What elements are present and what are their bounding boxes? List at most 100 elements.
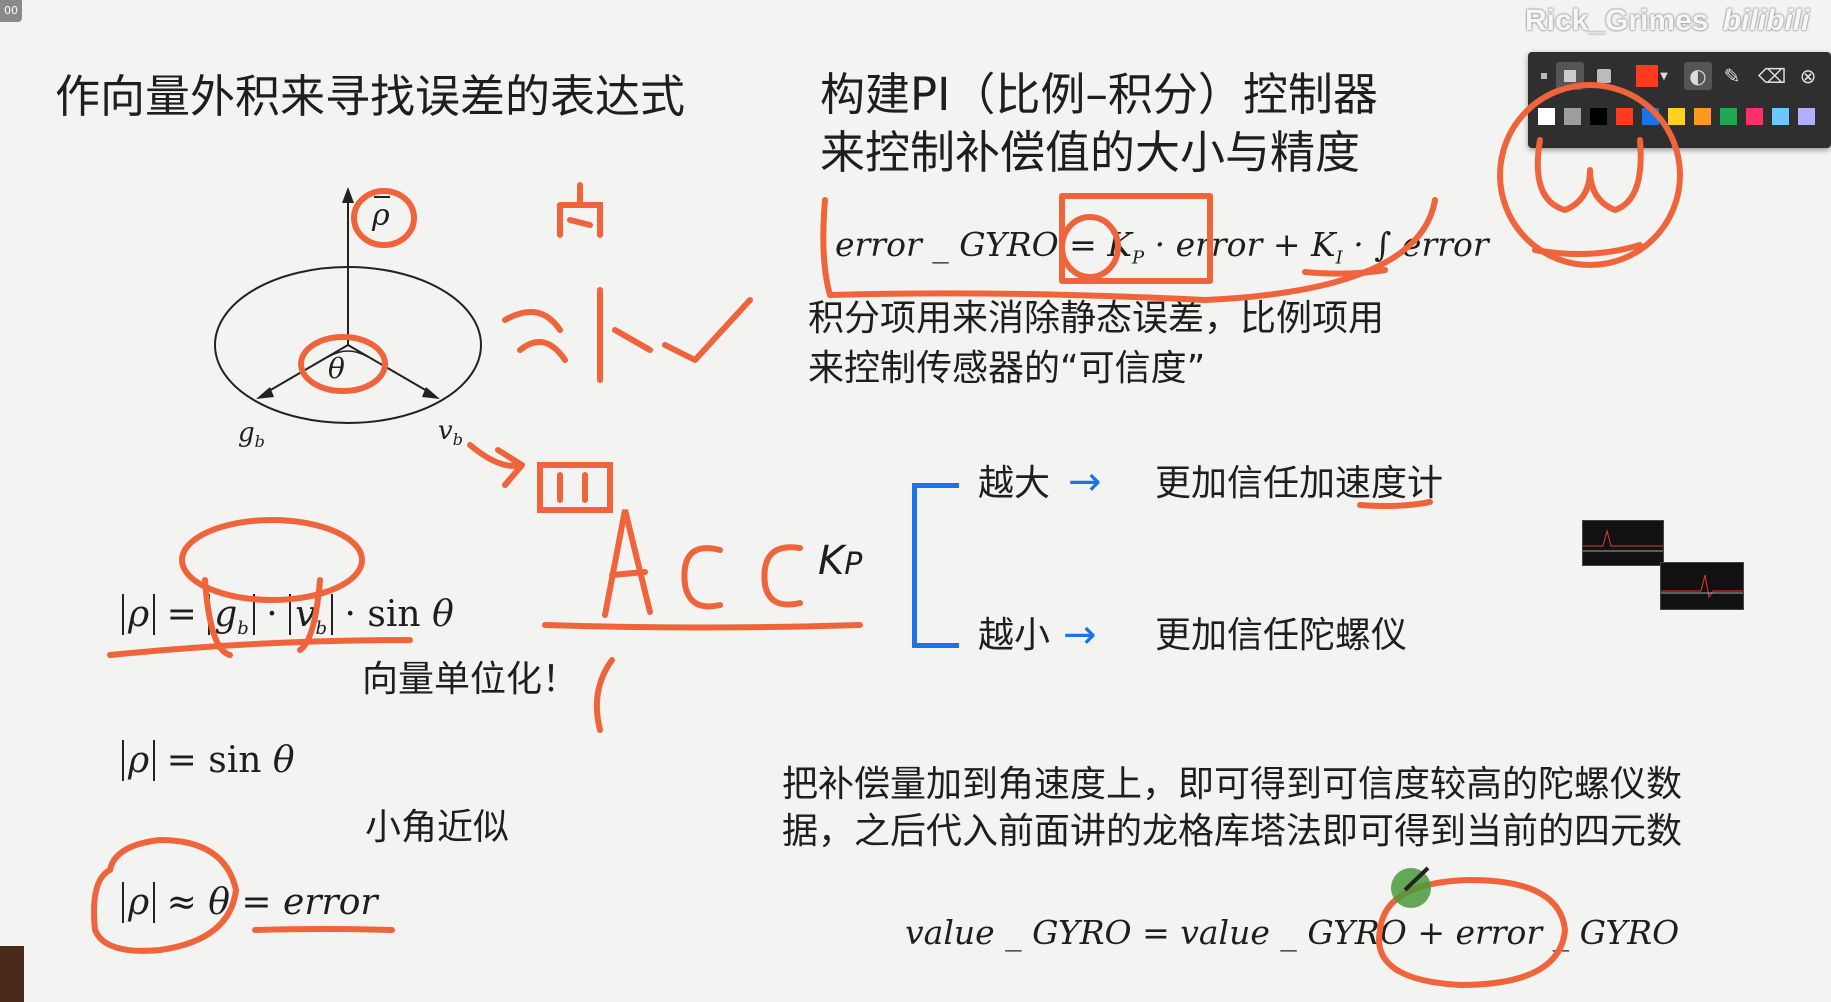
eq1-dot1: ·	[266, 594, 278, 635]
color-swatch[interactable]	[1668, 108, 1685, 125]
branch-big-label: 越大	[978, 463, 1051, 504]
eq1-g-sub: b	[237, 618, 249, 640]
dot-medium-icon[interactable]	[1556, 62, 1584, 90]
pi-plus: +	[1272, 225, 1301, 264]
pen-nib	[1403, 866, 1430, 892]
pi-formula: error _ GYRO = KP · error + KI · ∫ error	[835, 225, 1489, 269]
annotation-toolbar: ▼ ◐ ✎ ⌫ ⊗	[1528, 52, 1831, 148]
watermark-site: bilibili	[1722, 4, 1810, 37]
color-swatch[interactable]	[1538, 108, 1555, 125]
ink-acc	[602, 509, 803, 618]
g-symbol: g	[238, 418, 255, 448]
left-title: 作向量外积来寻找误差的表达式	[55, 70, 686, 123]
color-picker-icon[interactable]: ▼	[1632, 62, 1672, 90]
para-line2: 据，之后代入前面讲的龙格库塔法即可得到当前的四元数	[782, 811, 1683, 852]
pi-equals: =	[1069, 225, 1097, 264]
eq1-v-sub: b	[315, 618, 328, 640]
color-swatch[interactable]	[1590, 108, 1607, 125]
pi-kp-sub: P	[1131, 247, 1145, 269]
diagram-v-label: vb	[438, 416, 463, 449]
webcam-corner	[0, 946, 24, 1002]
update-formula: value _ GYRO = value _ GYRO + error _ GY…	[905, 913, 1680, 952]
dot-large-icon[interactable]	[1590, 62, 1618, 90]
corner-label: 00	[0, 0, 22, 22]
diagram-theta-label: θ	[328, 352, 345, 385]
scope-thumbnail-1	[1582, 520, 1664, 566]
para-line1: 把补偿量加到角速度上，即可得到可信度较高的陀螺仪数	[782, 764, 1683, 805]
kp-symbol: K	[818, 538, 845, 584]
color-swatch[interactable]	[1720, 108, 1737, 125]
arrow-right-icon: →	[1063, 612, 1097, 658]
pi-ki-sub: I	[1335, 247, 1343, 269]
equation-cross-product: ρ = gb · vb · sin θ	[122, 594, 454, 639]
equation-sin: ρ = sin θ	[122, 740, 295, 781]
eq3-error: error	[283, 882, 378, 923]
scope-thumbnail-2	[1660, 562, 1744, 610]
ink-char-nei	[557, 182, 603, 238]
right-title-line2: 来控制补偿值的大小与精度	[820, 126, 1361, 179]
eq2-theta: θ	[272, 740, 295, 781]
desc-line1: 积分项用来消除静态误差，比例项用	[808, 298, 1385, 339]
equation-error: ρ ≈ θ = error	[122, 882, 378, 923]
pen-icon[interactable]: ✎	[1723, 64, 1741, 88]
kp-label: KP	[818, 538, 862, 584]
ink-char-si	[537, 462, 613, 513]
eraser-icon[interactable]: ⌫	[1757, 64, 1787, 88]
ink-omega-underline	[1532, 242, 1643, 257]
eq2-equals: =	[166, 740, 197, 781]
ink-bracket-hook	[593, 657, 615, 733]
v-symbol: v	[438, 416, 453, 446]
branch-big-result: 更加信任加速度计	[1155, 463, 1444, 504]
pi-term1: · error	[1154, 225, 1263, 264]
right-title-line1: 构建PI（比例–积分）控制器	[820, 68, 1378, 121]
ink-checkmark	[662, 297, 753, 363]
eq2-sin: sin	[208, 740, 262, 781]
eq1-v: vb	[289, 594, 334, 639]
color-swatch[interactable]	[1694, 108, 1711, 125]
eq3-equals: =	[241, 882, 272, 923]
close-icon[interactable]: ⊗	[1799, 64, 1817, 88]
eq1-rho: ρ	[122, 594, 156, 635]
color-swatch[interactable]	[1642, 108, 1659, 125]
eq1-g-symbol: g	[214, 594, 238, 635]
pi-term2: · ∫ error	[1353, 225, 1489, 264]
eq1-g: gb	[208, 594, 255, 639]
pen-cursor-icon	[1391, 868, 1431, 908]
rho-vector-bar	[374, 196, 390, 198]
v-subscript: b	[452, 430, 463, 450]
eq1-sin: sin	[367, 594, 421, 635]
note-small-angle: 小角近似	[365, 807, 510, 848]
eq1-dot2: ·	[344, 594, 356, 635]
eq3-rho: ρ	[122, 882, 156, 923]
branch-bracket	[912, 483, 959, 648]
eq1-theta: θ	[432, 594, 454, 635]
watermark-author: Rick_Grimes	[1525, 4, 1709, 37]
eq1-equals: =	[166, 594, 197, 635]
g-subscript: b	[254, 432, 265, 452]
color-swatch[interactable]	[1772, 108, 1789, 125]
watermark: Rick_Grimes bilibili	[1525, 4, 1809, 38]
note-normalize: 向量单位化！	[362, 659, 579, 700]
color-swatch[interactable]	[1746, 108, 1763, 125]
branch-small-result: 更加信任陀螺仪	[1155, 615, 1408, 656]
kp-subscript: P	[844, 547, 863, 582]
arrow-right-icon: →	[1068, 459, 1102, 505]
ink-circle-eq1-top	[179, 517, 365, 603]
color-swatch[interactable]	[1564, 108, 1581, 125]
eq2-rho: ρ	[122, 740, 156, 781]
eq3-approx: ≈	[166, 882, 197, 923]
eq1-v-symbol: v	[295, 594, 316, 635]
ink-underline-error	[252, 926, 395, 933]
contrast-icon[interactable]: ◐	[1684, 62, 1712, 90]
vector-diagram	[214, 187, 482, 424]
pi-kp: K	[1107, 225, 1132, 264]
color-swatch[interactable]	[1616, 108, 1633, 125]
ink-omega-glyph	[1534, 137, 1644, 213]
color-swatch[interactable]	[1798, 108, 1815, 125]
dot-small-icon[interactable]	[1536, 62, 1552, 90]
branch-small-label: 越小	[978, 615, 1051, 656]
diagram-g-label: gb	[238, 418, 265, 451]
eq3-theta: θ	[208, 882, 230, 923]
diagram-rho-label: ρ	[372, 198, 390, 233]
ink-underline-eq1	[107, 637, 413, 658]
